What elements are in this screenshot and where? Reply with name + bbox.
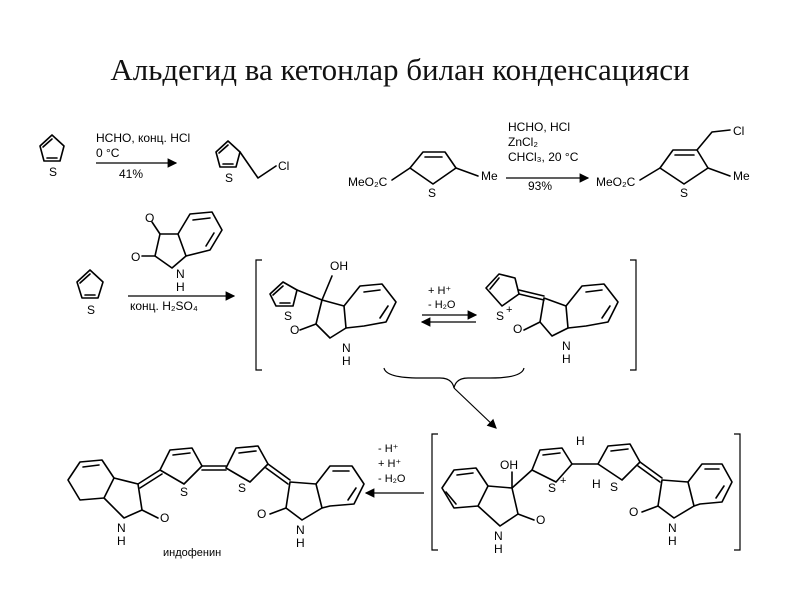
hydrogen-label: H <box>342 354 351 368</box>
nitrogen-label: N <box>176 267 185 281</box>
oxygen-label: O <box>145 211 154 225</box>
acid-label: конц. H₂SO₄ <box>130 299 198 313</box>
nitrogen-label: N <box>296 523 305 537</box>
sulfur-label: S <box>49 165 57 179</box>
oxygen-label: O <box>629 505 638 519</box>
sulfur-label: S <box>680 186 688 200</box>
hydrogen-label: H <box>494 542 503 556</box>
bracket-left <box>431 433 438 551</box>
methyl-thiophene-ester-reactant: MeO₂C S Me <box>348 151 498 200</box>
reaction-arrow-2: HCHO, HCl ZnCl₂ CHCl₃, 20 °C 93% <box>506 120 590 193</box>
hydrogen-label: H <box>592 477 601 491</box>
oxygen-label: O <box>131 250 140 264</box>
combination-brace <box>383 367 525 389</box>
bracket-right <box>734 433 741 551</box>
nitrogen-label: N <box>668 521 677 535</box>
sulfur-label: S <box>284 309 292 323</box>
dimer-intermediate: O N H OH S + H S H O N <box>441 434 733 556</box>
sulfur-label: S <box>610 480 618 494</box>
sulfur-label: S <box>428 186 436 200</box>
dehydration-label: - H₂O <box>428 299 456 311</box>
sulfur-label: S <box>496 309 504 323</box>
bracket-right <box>630 259 637 371</box>
sulfur-label: S <box>180 485 188 499</box>
chloromethyl-thiophene-product: S Cl <box>215 140 289 185</box>
protonation-label: + H⁺ <box>428 285 451 297</box>
reaction-arrow-5: - H⁺ + H⁺ - H₂O <box>364 443 424 498</box>
hydrogen-label: H <box>117 534 126 548</box>
thiophene-reactant-1: S <box>39 134 65 179</box>
product-name-label: индофенин <box>163 547 221 559</box>
thiophenium-cation: S + O N H <box>485 273 619 366</box>
nitrogen-label: N <box>562 339 571 353</box>
oxygen-label: O <box>160 511 169 525</box>
hydroxyl-label: OH <box>500 458 518 472</box>
yield-label: 41% <box>119 167 143 181</box>
hydrogen-label: H <box>562 352 571 366</box>
ester-label: MeO₂C <box>348 175 388 189</box>
protonation-label: + H⁺ <box>378 458 401 470</box>
sulfur-label: S <box>548 481 556 495</box>
hydrogen-label: H <box>296 536 305 550</box>
nitrogen-label: N <box>494 529 503 543</box>
sulfur-label: S <box>225 171 233 185</box>
reaction-arrow-4 <box>453 387 497 429</box>
temperature-label: 0 °C <box>96 146 120 160</box>
deprotonation-label: - H⁺ <box>378 443 399 455</box>
bracket-left <box>255 259 262 371</box>
sulfur-label: S <box>87 303 95 317</box>
slide-title: Альдегид ва кетонлар билан конденсацияси <box>110 52 690 87</box>
ester-label: MeO₂C <box>596 175 636 189</box>
nitrogen-label: N <box>117 521 126 535</box>
indophenine-product: O N H S S O N H <box>67 445 365 550</box>
isatin-reagent: O O N H <box>131 211 223 294</box>
reagent-2-label: ZnCl₂ <box>508 135 538 149</box>
equilibrium-arrows: + H⁺ - H₂O <box>420 285 478 327</box>
reagent-3-label: CHCl₃, 20 °C <box>508 150 579 164</box>
carbinol-intermediate: S OH O N H <box>269 259 397 368</box>
oxygen-label: O <box>536 513 545 527</box>
hydrogen-label: H <box>668 534 677 548</box>
oxygen-label: O <box>513 322 522 336</box>
chlorine-label: Cl <box>733 124 744 138</box>
dehydration-label: - H₂O <box>378 473 406 485</box>
reaction-arrow-3: конц. H₂SO₄ <box>128 291 236 313</box>
reaction-arrow-1: HCHO, конц. HCl 0 °C 41% <box>96 131 190 181</box>
hydroxyl-label: OH <box>330 259 348 273</box>
oxygen-label: O <box>257 507 266 521</box>
thiophene-reactant-2: S <box>76 269 104 317</box>
reagent-1-label: HCHO, HCl <box>508 120 570 134</box>
nitrogen-label: N <box>342 341 351 355</box>
methyl-label: Me <box>481 169 498 183</box>
yield-label: 93% <box>528 179 552 193</box>
positive-charge-icon: + <box>506 304 512 316</box>
oxygen-label: O <box>290 323 299 337</box>
positive-charge-icon: + <box>560 475 566 487</box>
hydrogen-label: H <box>176 280 185 294</box>
methyl-label: Me <box>733 169 750 183</box>
hydrogen-label: H <box>576 434 585 448</box>
sulfur-label: S <box>238 481 246 495</box>
reagents-label: HCHO, конц. HCl <box>96 131 190 145</box>
chloromethyl-ester-product: MeO₂C S Cl Me <box>596 124 750 200</box>
chlorine-label: Cl <box>278 159 289 173</box>
